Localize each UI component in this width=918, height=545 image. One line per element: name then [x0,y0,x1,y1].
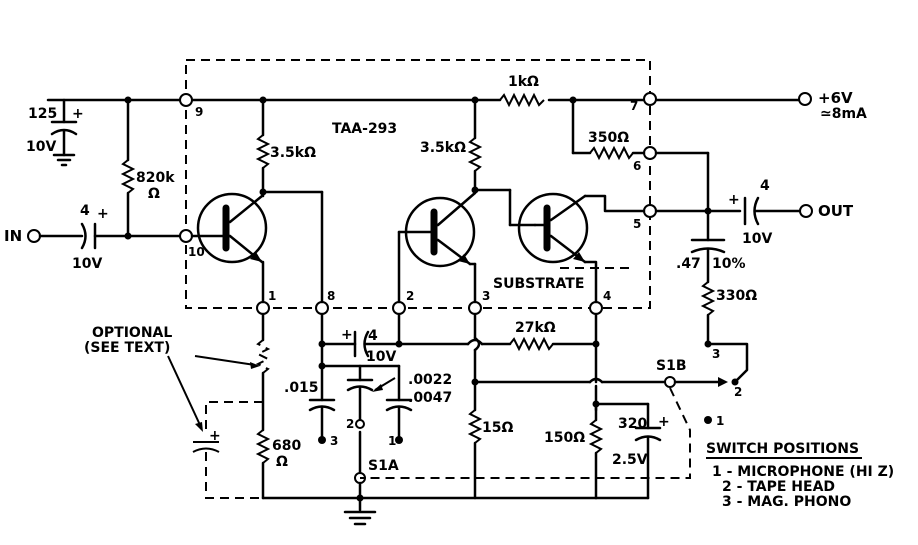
bias-resistor-unit: Ω [148,186,160,202]
c-320-plus: + [658,414,670,430]
supply-cap-voltage: 10V [26,139,56,155]
output-terminal [799,204,813,218]
pin-7 [643,92,657,106]
eq-capacitors [308,342,413,444]
pin-6 [643,146,657,160]
supply-rail [46,92,812,108]
supply-cap-plus: + [72,106,84,122]
legend-item-1: 1 - MICROPHONE (HI Z) [712,464,894,480]
optional-line2: (SEE TEXT) [84,340,170,356]
pin-4-label: 4 [603,289,611,303]
pin-8-label: 8 [327,289,335,303]
output-cap-plus: + [728,192,740,208]
supply-cap-value: 125 [28,106,57,122]
r-27k-label: 27kΩ [515,320,556,336]
pin4-network [588,384,662,500]
r-15-label: 15Ω [482,420,513,436]
pin-5 [643,204,657,218]
supply-capacitor [50,98,78,167]
pin8-network [318,312,600,384]
pin-4 [589,301,603,315]
ground-bus [261,494,598,502]
pin-8 [315,301,329,315]
c-pin8-voltage: 10V [366,349,396,365]
legend-item-2: 2 - TAPE HEAD [722,479,835,495]
optional-line1: OPTIONAL [92,325,172,341]
c-047-tol: 10% [712,256,746,272]
pin-5-label: 5 [633,217,641,231]
ic-name-label: TAA-293 [332,121,397,137]
transistor-q3 [517,192,646,304]
legend-item-3: 3 - MAG. PHONO [722,494,851,510]
input-cap-voltage: 10V [72,256,102,272]
supply-voltage-label: +6V [818,89,853,107]
optional-cap-plus: + [209,428,221,444]
r-1k-label: 1kΩ [508,74,539,90]
s1b-pos2-label: 2 [734,385,742,399]
c-pin8-plus: + [341,327,353,343]
pin-2-label: 2 [406,289,414,303]
input-capacitor [38,222,188,250]
c-320-value: 320 [618,416,647,432]
pin-9 [179,93,193,107]
pin-7-label: 7 [630,99,638,113]
pin-6-label: 6 [633,159,641,173]
pin-1-label: 1 [268,289,276,303]
input-cap-plus: + [97,206,109,222]
substrate-label: SUBSTRATE [493,276,584,292]
legend-title: SWITCH POSITIONS [706,441,859,457]
r-330-label: 330Ω [716,288,757,304]
bias-resistor [120,98,136,240]
input-terminal [27,229,41,243]
q1-collector-resistor [255,98,324,304]
c-320-voltage: 2.5V [612,452,648,468]
switch-legend: SWITCH POSITIONS 1 - MICROPHONE (HI Z) 2… [706,441,894,510]
input-label: IN [4,227,22,245]
input-cap-value: 4 [80,203,90,219]
c-015-label: .015 [284,380,319,396]
optional-capacitor [167,355,263,499]
r-680-value: 680 [272,438,301,454]
s1b-label: S1B [656,358,687,374]
r-c1-label: 3.5kΩ [270,145,316,161]
s1a-pos1-label: 1 [388,434,396,448]
ic-outline [185,59,651,309]
c-pin8-value: 4 [368,328,378,344]
output-label: OUT [818,202,854,220]
pin-1 [256,301,270,315]
transistor-q2 [397,191,477,304]
pin6-pin7-network [571,98,710,213]
switch-s1b [360,376,739,479]
pin-2 [392,301,406,315]
transistor-q1 [190,192,268,264]
c-047-label: .47 [676,256,701,272]
c-0047-label: .0047 [408,390,452,406]
supply-current-label: ≃8mA [820,106,867,122]
q2-collector-resistor [467,98,537,227]
s1a-label: S1A [368,458,399,474]
pin-9-label: 9 [195,105,203,119]
s1b-pos3-label: 3 [712,347,720,361]
r-150-label: 150Ω [544,430,585,446]
s1a-pos3-label: 3 [330,434,338,448]
s1a-pos2-label: 2 [346,417,354,431]
pin-3 [468,301,482,315]
bias-resistor-value: 820k [136,170,175,186]
s1b-pos1-label: 1 [716,414,724,428]
r-680-unit: Ω [276,454,288,470]
r-350-label: 350Ω [588,130,629,146]
output-cap-voltage: 10V [742,231,772,247]
output-cap-value: 4 [760,178,770,194]
pin3-network [467,312,666,500]
pin-10-label: 10 [188,245,205,259]
c-0022-label: .0022 [408,372,452,388]
pin-10 [179,229,193,243]
pin1-resistors [255,312,271,500]
pin-3-label: 3 [482,289,490,303]
r-c2-label: 3.5kΩ [420,140,466,156]
feedback-network [690,209,749,384]
